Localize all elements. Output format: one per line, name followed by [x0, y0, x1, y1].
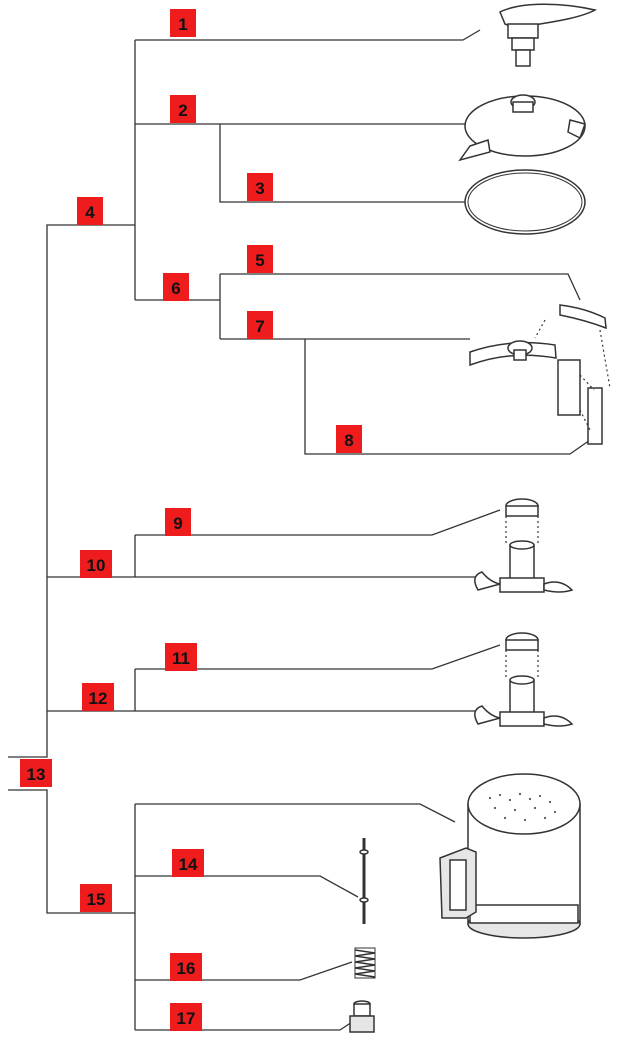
part-bowl: [439, 773, 581, 939]
part-12-knife-blade: [474, 675, 574, 727]
label-3: 3: [247, 173, 273, 201]
svg-text:3: 3: [255, 179, 264, 198]
svg-text:13: 13: [27, 765, 46, 784]
label-10: 10: [80, 550, 112, 578]
label-13: 13: [20, 759, 52, 787]
part-10-knife-blade: [474, 540, 574, 593]
svg-text:4: 4: [85, 203, 95, 222]
part-17-plug: [349, 1000, 375, 1033]
part-9-knife-cap: [505, 498, 539, 545]
svg-text:17: 17: [177, 1009, 196, 1028]
labels: 1 2 3 4 5 6 7 8: [20, 9, 362, 1031]
label-7: 7: [247, 311, 273, 339]
svg-text:9: 9: [173, 514, 182, 533]
label-2: 2: [170, 95, 196, 123]
label-8: 8: [336, 425, 362, 453]
svg-text:7: 7: [255, 317, 264, 336]
label-14: 14: [172, 849, 204, 877]
label-5: 5: [247, 245, 273, 273]
label-9: 9: [165, 508, 191, 536]
svg-text:12: 12: [89, 689, 108, 708]
svg-text:16: 16: [177, 959, 196, 978]
label-1: 1: [170, 9, 196, 37]
part-1-coupler: [499, 3, 598, 67]
label-16: 16: [170, 953, 202, 981]
svg-text:8: 8: [344, 431, 353, 450]
part-5-scraper-arm: [559, 304, 607, 330]
part-8-scraper-blades: [534, 319, 611, 445]
part-16-spring: [354, 947, 376, 979]
svg-text:5: 5: [255, 251, 264, 270]
svg-text:1: 1: [178, 15, 187, 34]
svg-text:10: 10: [87, 556, 106, 575]
label-4: 4: [77, 197, 103, 225]
svg-text:6: 6: [171, 279, 180, 298]
part-2-lid: [458, 94, 586, 162]
label-15: 15: [80, 884, 112, 912]
part-14-pin: [359, 838, 369, 924]
label-12: 12: [82, 683, 114, 711]
svg-text:15: 15: [87, 890, 106, 909]
part-7-scraper-hub: [469, 340, 557, 367]
part-3-seal-ring: [464, 169, 586, 235]
svg-text:14: 14: [179, 855, 198, 874]
label-11: 11: [165, 643, 197, 671]
svg-text:11: 11: [172, 649, 190, 668]
label-6: 6: [163, 273, 189, 301]
label-17: 17: [170, 1003, 202, 1031]
tree-lines: [8, 29, 591, 1031]
svg-text:2: 2: [178, 101, 187, 120]
part-11-knife-cap: [505, 632, 539, 680]
